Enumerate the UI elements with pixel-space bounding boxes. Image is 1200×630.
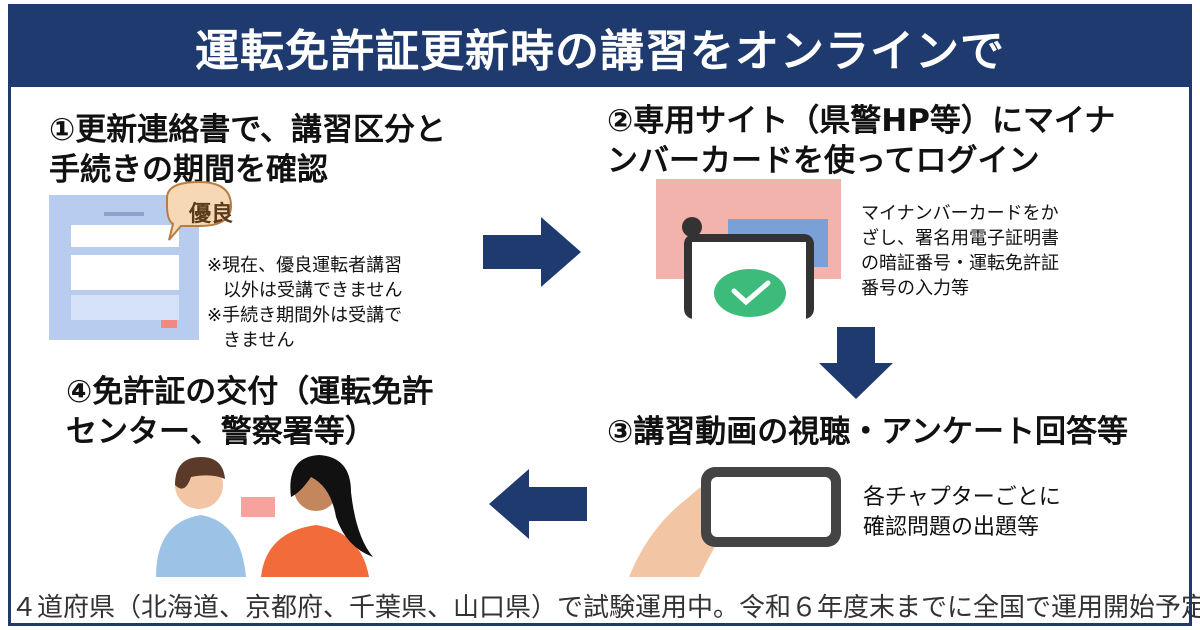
step-4-line-2: センター、警察署等） [66,414,376,450]
step-3-line-1: ③講習動画の視聴・アンケート回答等 [607,414,1129,450]
step-2-note-line-1: マイナンバーカードをか [861,203,1059,224]
step-1-note-line-1: ※現在、優良運転者講習 [207,255,403,276]
step-1-note-line-3: ※手続き期間外は受講で [207,305,403,326]
badge-bubble [166,180,233,241]
step-3-note-line-2: 確認問題の出題等 [863,515,1040,540]
step-4-title: ④免許証の交付（運転免許 センター、警察署等） [66,372,433,452]
step-3-title: ③講習動画の視聴・アンケート回答等 [607,412,1128,452]
smartphone-mynumber-login-illustration [656,179,841,319]
step-1-note: ※現在、優良運転者講習 以外は受講できません ※手続き期間外は受講で きません [207,253,457,353]
check-circle [714,269,786,317]
step-1-note-line-4: きません [223,330,295,351]
step-2-note-line-2: ざし、署名用電子証明書 [861,228,1059,249]
step-3-note: 各チャプターごとに 確認問題の出題等 [863,483,1163,543]
footer-note: ４道府県（北海道、京都府、千葉県、山口県）で試験運用中。令和６年度末までに全国で… [11,593,1200,623]
step-2-note: マイナンバーカードをか ざし、署名用電子証明書 の暗証番号・運転免許証 番号の入… [861,201,1111,301]
arrow-left-icon [489,469,587,539]
license-card [241,497,275,517]
notice-line [104,212,144,216]
license-notice-illustration [49,180,233,340]
card-person-head [682,217,702,237]
step-2-note-line-4: 番号の入力等 [861,278,969,299]
arrow-right-icon [483,217,581,287]
step-1-line-1: ①更新連絡書で、講習区分と [49,112,447,148]
clerk-body [156,515,246,577]
clerk-hair [175,457,225,489]
arrow-down-icon [819,327,893,399]
hand-holding-phone-illustration [629,467,841,577]
step-3-note-line-1: 各チャプターごとに [863,485,1061,510]
customer-body [261,525,369,577]
step-2-title: ②専用サイト（県警HP等）にマイナ ンバーカードを使ってログイン [607,101,1115,181]
step-2-note-line-3: の暗証番号・運転免許証 [861,253,1059,274]
step-2-line-2: ンバーカードを使ってログイン [607,143,1040,179]
infographic-frame: 運転免許証更新時の講習をオンラインで ①更新連絡書で、講習区分と 手続きの期間を… [8,4,1200,626]
notice-field-3 [71,295,179,320]
notice-stamp [161,320,177,328]
notice-field-2 [71,255,179,290]
excellent-badge-label: 優良 [189,202,234,227]
notice-field-1 [71,225,179,247]
check-icon [731,280,771,306]
step-1-title: ①更新連絡書で、講習区分と 手続きの期間を確認 [49,110,446,190]
page-title: 運転免許証更新時の講習をオンラインで [11,7,1189,87]
license-handover-illustration [156,455,373,577]
step-2-line-1: ②専用サイト（県警HP等）にマイナ [607,103,1116,139]
step-1-line-2: 手続きの期間を確認 [49,152,328,188]
customer-hair [290,455,373,557]
step-4-line-1: ④免許証の交付（運転免許 [66,374,434,410]
phone-landscape-screen [711,477,831,537]
step-1-note-line-2: 以外は受講できません [223,280,403,301]
